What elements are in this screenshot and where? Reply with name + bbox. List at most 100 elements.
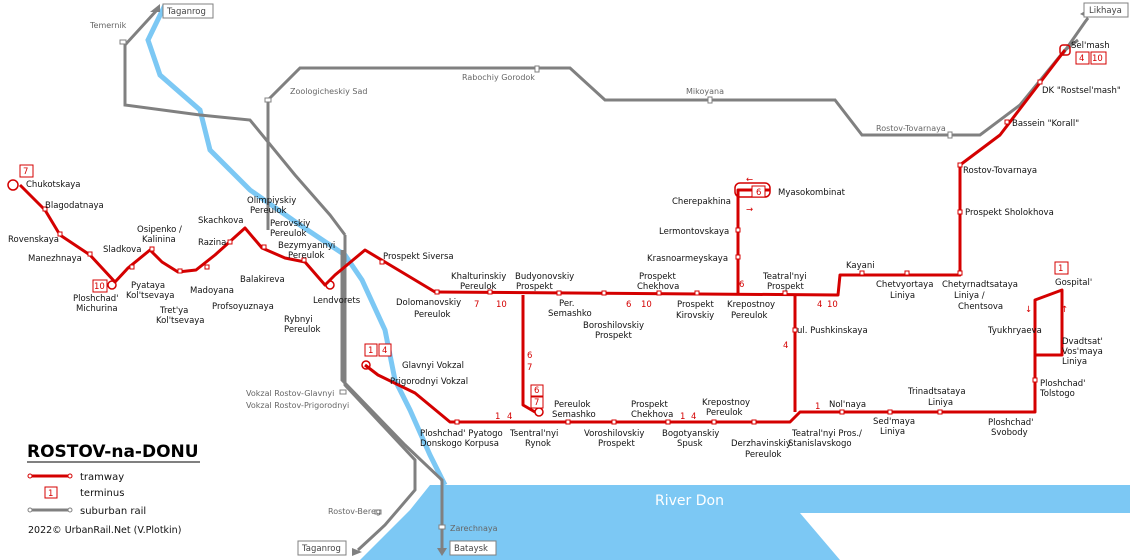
station-prigorodnyi-vokzal: Prigorodnyi Vokzal [390,377,468,387]
credit: 2022© UrbanRail.Net (V.Plotkin) [28,525,181,536]
station-krepostnoy-2: Pereulok [731,311,768,321]
arrow-up-icon: ↑ [1061,305,1068,315]
station-madoyana: Madoyana [190,286,234,296]
station-dolomanovskiy-2: Pereulok [414,310,451,320]
terminus-box [1090,51,1107,65]
stop [1004,119,1010,125]
station-kayani: Kayani [846,261,875,271]
station-voroshilovskiy: Voroshilovskiy [584,429,644,439]
tram-line-west [18,183,436,294]
rail-line-zoo [266,38,1079,230]
rail-station-rabochiy [534,65,540,73]
rail-label-zoo: Zoologicheskiy Sad [290,87,367,96]
terminus-box [530,384,544,397]
station-pyataya: Pyataya [131,281,165,291]
route-number: 6 [626,300,631,310]
station-ploshchad: Ploshchad' [73,294,119,304]
stop [565,419,571,425]
legend: ROSTOV-na-DONU tramway 1 terminus suburb… [27,442,200,536]
stop [1037,79,1043,85]
station-khalturinskiy: Khalturinskiy [451,272,506,282]
terminus-box [1075,51,1090,65]
station-pl-tolstogo-2: Tolstogo [1039,389,1075,399]
stop [454,419,460,425]
terminus-box [378,343,392,357]
station-manezhnaya: Manezhnaya [28,254,82,264]
terminus-number: 1 [368,346,373,356]
station-sedmaya: Sed'maya [873,417,915,427]
route-number: 10 [496,300,507,310]
tram-lines [18,49,1067,424]
station-derzhavinskiy: Derzhavinskiy [731,439,791,449]
terminus-number: 6 [756,188,761,198]
station-dvadtsat: Dvadtsat' [1062,337,1103,347]
station-pl-pyatogo: Ploshchad' Pyatogo [420,429,503,439]
route-number: 7 [474,300,479,310]
station-prospekt-chekhova: Prospekt [639,272,676,282]
rail-label-rabochiy: Rabochiy Gorodok [462,73,535,82]
station-glavnyi-vokzal: Glavnyi Vokzal [402,361,464,371]
terminus-number: 4 [1079,54,1084,64]
tram-line-budyonovskiy [521,295,536,414]
tram-line-gospital [1033,288,1064,360]
station-boroshilovskiy: Boroshilovskiy [583,321,644,331]
direction-arrows: ← → ↓ ↑ [746,175,1068,315]
station-rybnyi-2: Pereulok [284,325,321,335]
station-per-semashko: Per. [559,299,574,309]
station-tretya: Tret'ya [159,306,188,316]
station-chetyrnadtsataya-2: Liniya / [954,291,985,301]
station-bassein: Bassein "Korall" [1012,119,1079,129]
rail-labels: Temernik Zoologicheskiy Sad Rabochiy Gor… [89,21,946,533]
stop [751,419,757,425]
rail-label-bereg: Rostov-Bereg [328,507,381,516]
rail-label-prigorodnyi: Vokzal Rostov-Prigorodnyi [246,401,349,410]
route-number: 4 [817,300,822,310]
stop [792,327,798,333]
legend-rail-label: suburban rail [80,506,146,517]
stop [859,270,865,276]
stop [839,409,845,415]
route-numbers: 7 10 6 10 6 4 10 6 7 4 1 4 1 4 1 [474,280,838,422]
stop [177,268,183,274]
station-kalinina: Kalinina [142,235,176,245]
route-number: 4 [783,341,788,351]
station-lermontovskaya: Lermontovskaya [659,227,729,237]
station-tsentralnyi-rynok-2: Rynok [525,439,551,449]
rail-station-glavnyi [339,389,347,395]
terminus-boxes: 7 10 1 4 6 7 6 4 10 1 [19,51,1107,409]
station-per-semashko-2: Semashko [548,309,592,319]
loop-glavnyi [361,360,371,370]
legend-terminus-sample: 1 [48,489,53,499]
station-sedmaya-2: Liniya [880,427,905,437]
station-semashko-s: Pereulok [554,400,591,410]
route-number: 1 [495,412,500,422]
station-myasokombinat: Myasokombinat [778,188,846,198]
loop-rynok [534,407,544,417]
stop [57,231,63,237]
station-teatralnyi-2: Prospekt [767,282,804,292]
station-pl-tolstogo: Ploshchad' [1040,379,1086,389]
station-derzhavinskiy-2: Pereulok [745,450,782,460]
station-olimpiyskiy: Olimpiyskiy [247,196,296,206]
stop [149,246,155,252]
rail-station-bereg [374,509,382,515]
route-number: 6 [739,280,744,290]
terminus-number: 10 [1092,54,1103,64]
station-chetvyortaya-2: Liniya [890,291,915,301]
station-olimpiyskiy-2: Pereulok [250,206,287,216]
station-chetvyortaya: Chetvyortaya [876,280,933,290]
rail-station-tovarnaya [947,131,953,139]
route-number: 4 [691,412,696,422]
route-number: 4 [507,412,512,422]
rail-label-mikoyana: Mikoyana [686,87,724,96]
dest-bataysk-box [449,540,497,556]
terminus-number: 1 [1058,264,1063,274]
dest-bataysk: Bataysk [454,544,488,554]
river-don-label: River Don [655,493,724,509]
route-number: 7 [527,363,532,373]
route-number: 1 [815,402,820,412]
station-krepostnoy-s-2: Pereulok [706,408,743,418]
station-dvadtsat-2: Vos'maya [1062,347,1103,357]
rail-station-zarechnaya [438,524,446,530]
station-bezymyannyi: Bezymyannyi [278,241,335,251]
